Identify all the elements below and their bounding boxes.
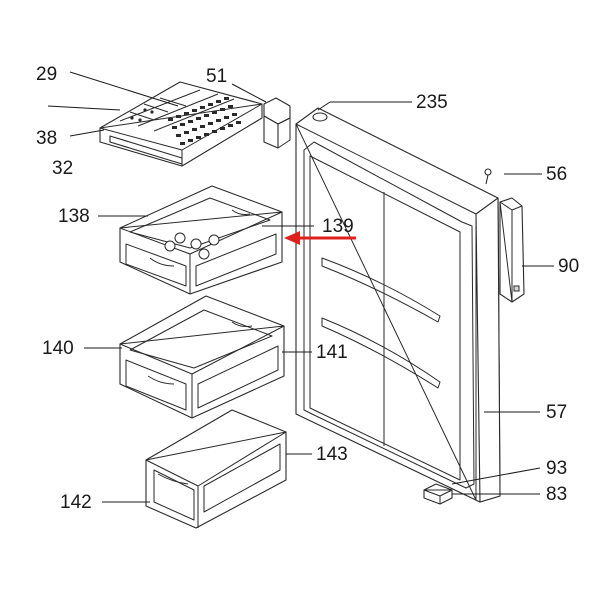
label-141: 141 (316, 342, 348, 363)
label-83: 83 (546, 484, 567, 505)
label-143: 143 (316, 444, 348, 465)
drawer-142-143 (145, 409, 287, 529)
bracket-part-51 (263, 97, 291, 149)
label-56: 56 (546, 164, 567, 185)
label-142: 142 (60, 492, 92, 513)
part-labels: 29 38 32 51 235 56 138 139 90 140 141 57… (36, 64, 579, 513)
label-29: 29 (36, 64, 57, 85)
label-90: 90 (558, 256, 579, 277)
drawer-138-139 (119, 185, 283, 295)
label-57: 57 (546, 402, 567, 423)
door-panel (295, 107, 501, 503)
hinge-bracket-90 (499, 197, 525, 303)
label-139: 139 (322, 216, 354, 237)
highlight-arrow (284, 231, 356, 245)
screw-56 (484, 168, 492, 185)
leader-lines (47, 71, 554, 503)
label-38: 38 (36, 128, 57, 149)
label-93: 93 (546, 458, 567, 479)
label-32: 32 (52, 158, 73, 179)
label-51: 51 (206, 66, 227, 87)
label-138: 138 (58, 206, 90, 227)
lower-hinge-93-83 (423, 483, 453, 505)
label-140: 140 (42, 338, 74, 359)
ice-tray-assembly (99, 81, 263, 167)
label-235: 235 (416, 92, 448, 113)
drawer-140-141 (119, 295, 285, 419)
